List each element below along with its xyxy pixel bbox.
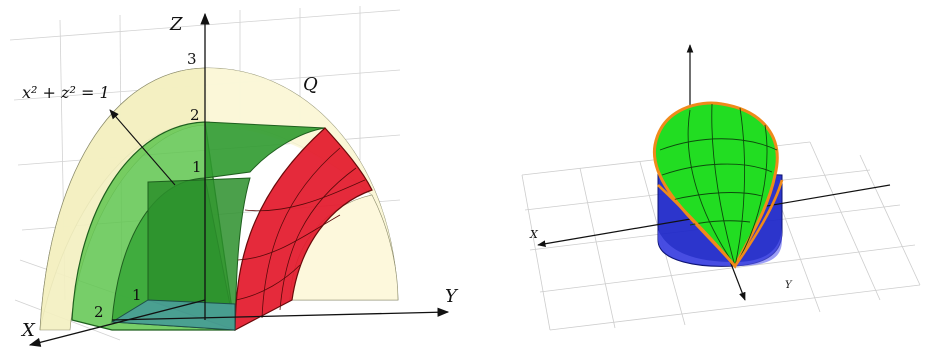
green-surface	[652, 101, 779, 269]
left-figure: Z Y X 3 2 1 1 2 Q x² + z² = 1	[9, 6, 459, 347]
right-y-axis-label: Y	[785, 280, 793, 291]
z-tick-3: 3	[187, 50, 197, 68]
x-axis	[28, 299, 206, 347]
equation-label: x² + z² = 1	[22, 83, 110, 102]
z-tick-1: 1	[192, 158, 202, 176]
y-tick-1: 1	[132, 286, 142, 304]
x-tick-2: 2	[94, 303, 104, 321]
region-q-label: Q	[303, 74, 318, 95]
right-x-axis-label: X	[529, 228, 539, 241]
x-axis-label: X	[20, 320, 36, 341]
red-curved-face	[234, 127, 373, 332]
equation-pointer-arrow	[109, 109, 176, 186]
orange-rim	[657, 179, 784, 269]
z-axis-label: Z	[169, 14, 183, 35]
red-mesh	[235, 147, 366, 319]
y-axis	[111, 307, 450, 321]
teal-base	[110, 299, 236, 331]
right-figure: X Y	[521, 44, 921, 331]
z-tick-2: 2	[190, 106, 200, 124]
y-axis-label: Y	[445, 286, 459, 307]
green-top-face	[204, 121, 326, 179]
surface-mesh	[659, 103, 778, 267]
